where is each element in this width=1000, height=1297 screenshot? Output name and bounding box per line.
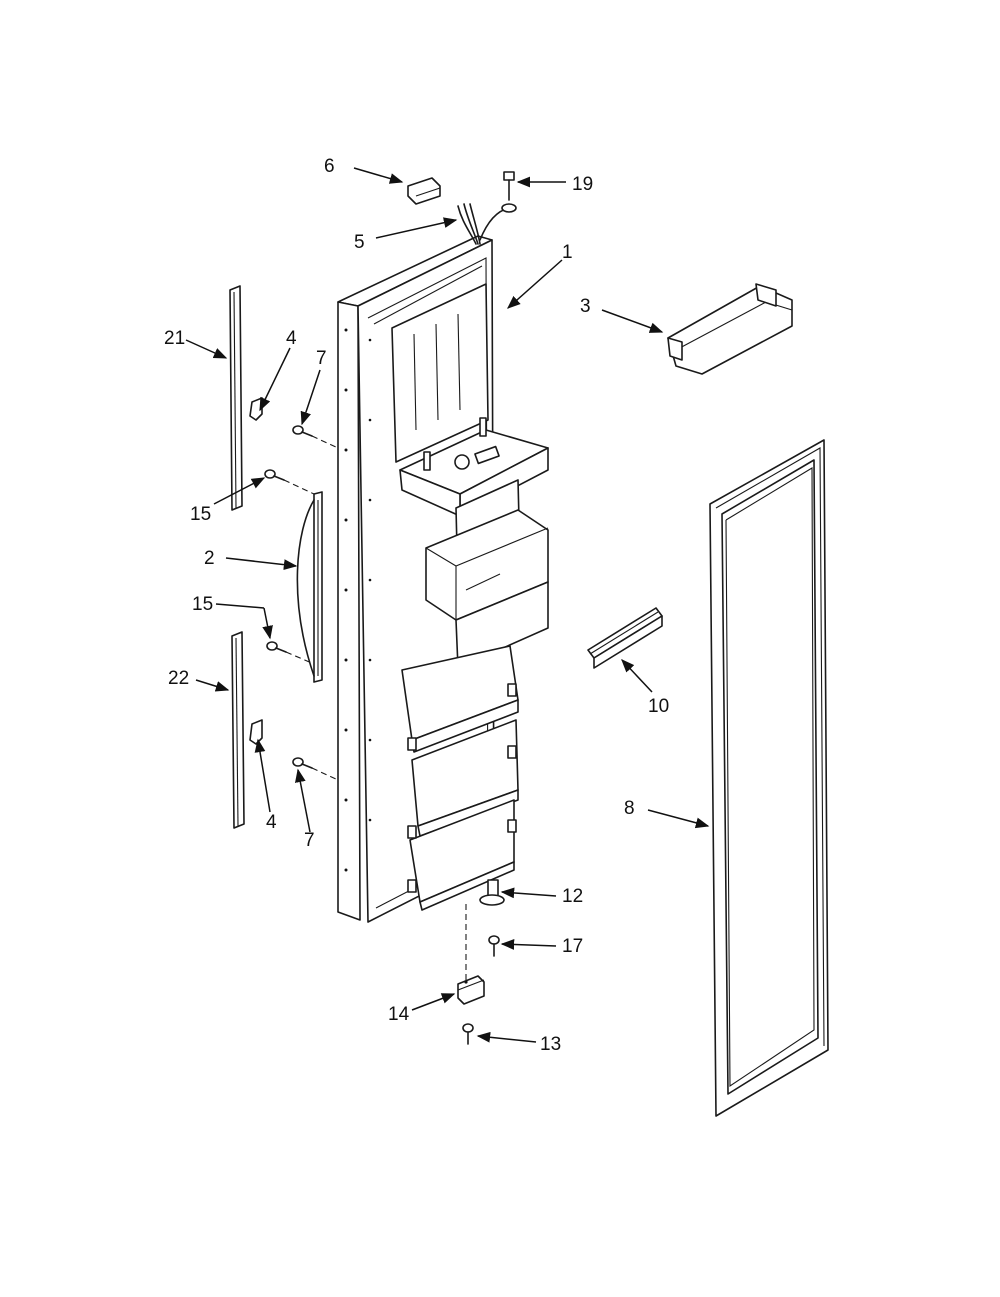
callout-4-upper: 4 xyxy=(286,328,297,349)
screw-15-upper xyxy=(264,469,315,495)
callout-7-upper: 7 xyxy=(316,348,327,369)
door-panel xyxy=(337,235,549,923)
callout-21: 21 xyxy=(164,328,185,349)
callout-1: 1 xyxy=(562,242,573,263)
trim-piece xyxy=(587,607,663,669)
connector-part xyxy=(407,177,441,205)
screw-15-lower xyxy=(266,641,315,665)
callout-8: 8 xyxy=(624,798,635,819)
trim-strip-upper xyxy=(229,285,243,511)
callout-6: 6 xyxy=(324,156,335,177)
screw-17 xyxy=(488,935,500,957)
callout-3: 3 xyxy=(580,296,591,317)
callout-10: 10 xyxy=(648,696,669,717)
door-handle xyxy=(296,491,323,683)
screw-13 xyxy=(462,1023,474,1045)
trim-strip-lower xyxy=(231,631,245,829)
screw-7-lower xyxy=(292,757,339,781)
callout-5: 5 xyxy=(354,232,365,253)
callout-19: 19 xyxy=(572,174,593,195)
hinge-pin-part xyxy=(479,879,505,906)
hinge-bracket xyxy=(457,975,485,1005)
callout-13: 13 xyxy=(540,1034,561,1055)
door-screw-holes xyxy=(344,328,372,872)
callout-2: 2 xyxy=(204,548,215,569)
callout-22: 22 xyxy=(168,668,189,689)
callout-15-lower: 15 xyxy=(192,594,213,615)
callout-17: 17 xyxy=(562,936,583,957)
ground-screw xyxy=(501,171,517,213)
callout-4-lower: 4 xyxy=(266,812,277,833)
callout-15-upper: 15 xyxy=(190,504,211,525)
screw-7-upper xyxy=(292,425,339,449)
callout-12: 12 xyxy=(562,886,583,907)
callout-14: 14 xyxy=(388,1004,410,1025)
clip-lower xyxy=(249,719,263,745)
leader-lines xyxy=(185,167,710,1043)
door-bin-part xyxy=(667,283,793,375)
callout-7-lower: 7 xyxy=(304,830,315,851)
door-gasket xyxy=(709,439,829,1117)
